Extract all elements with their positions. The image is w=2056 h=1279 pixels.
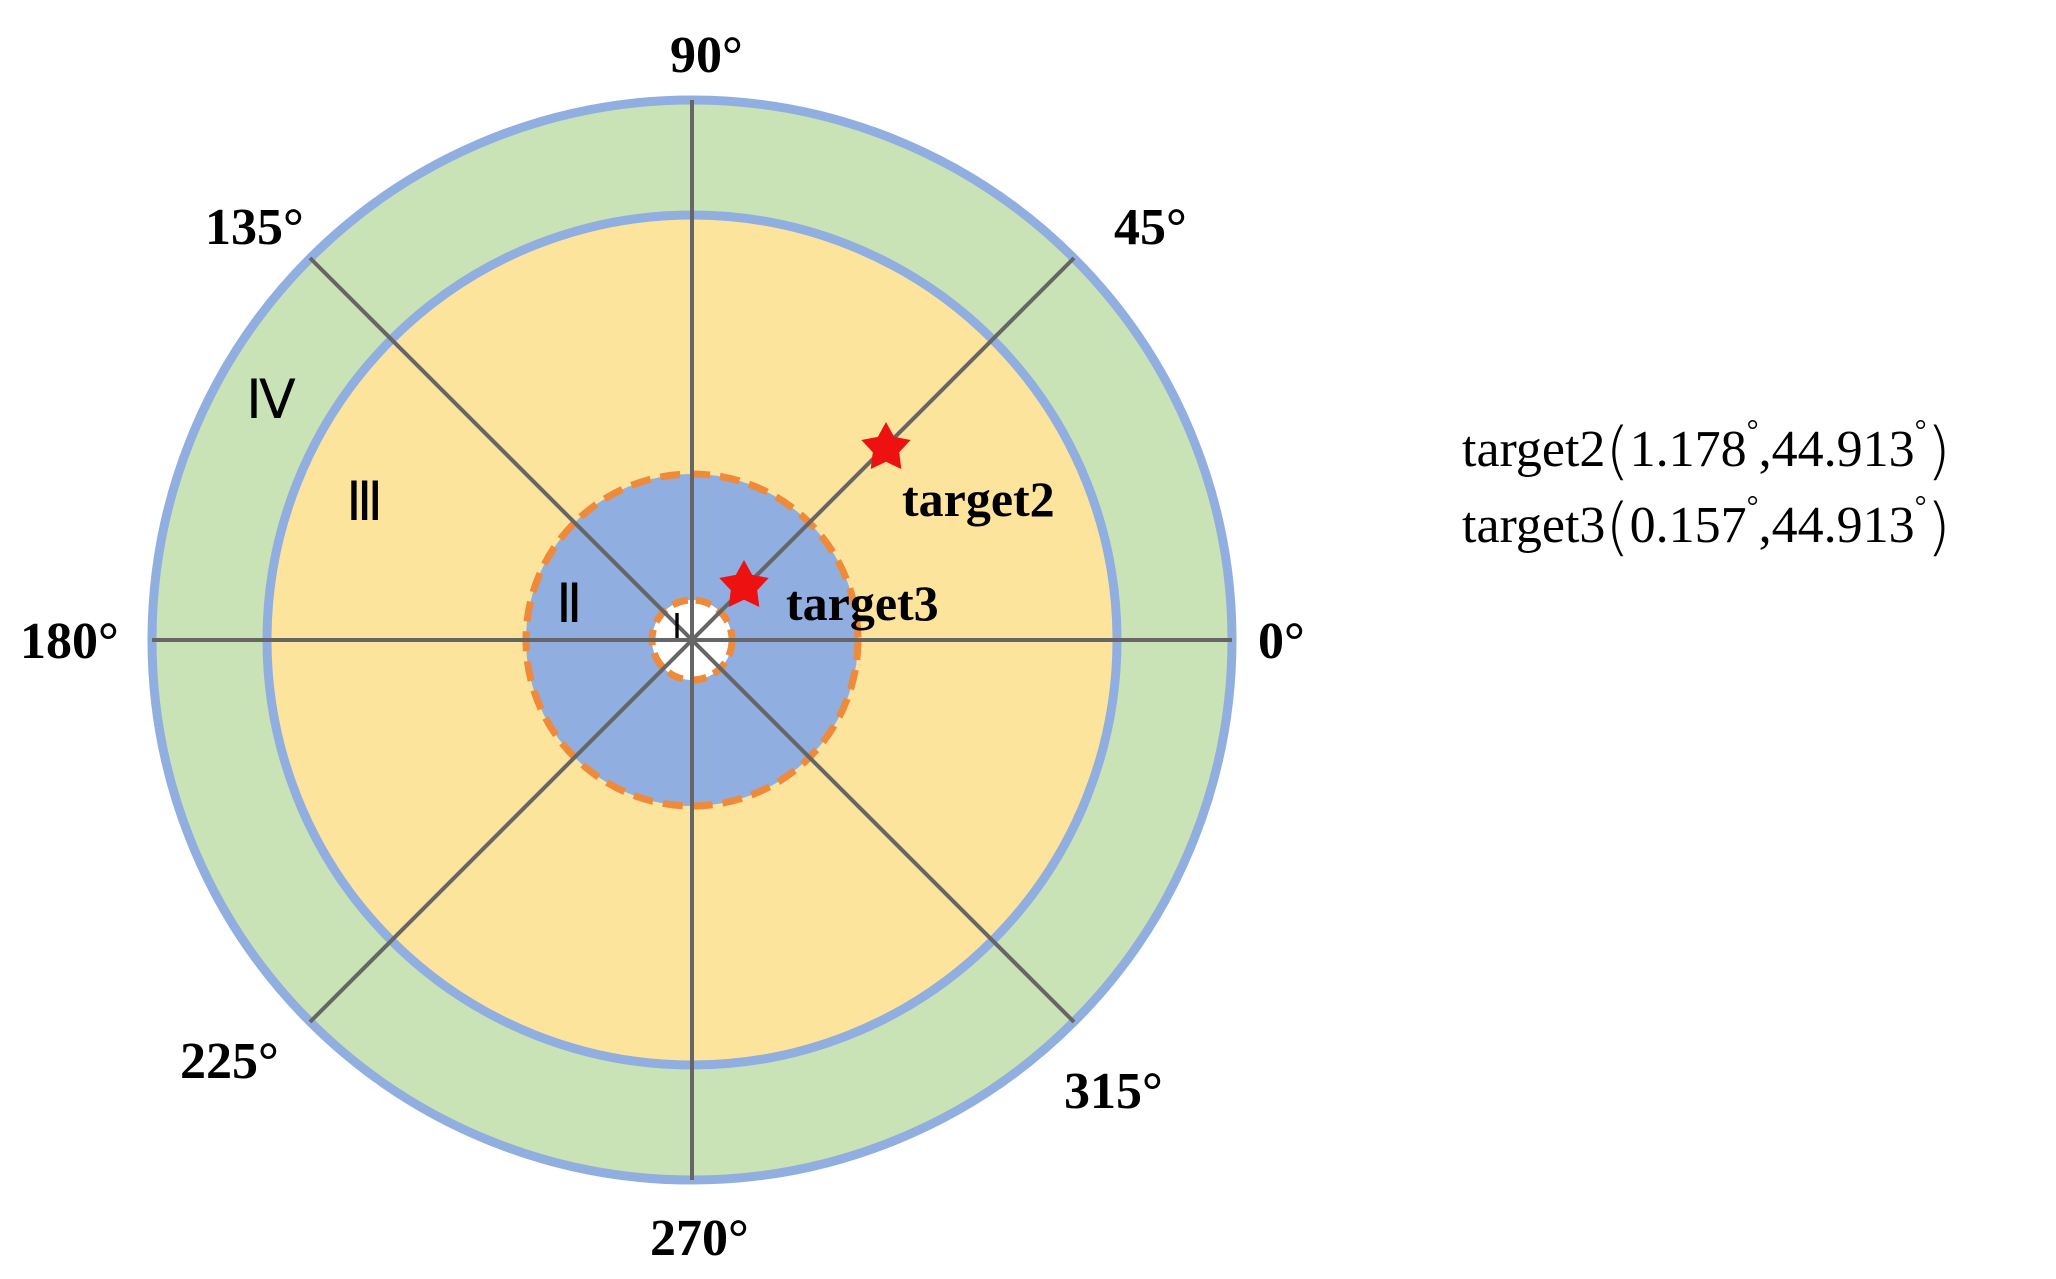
coord-value-1: 0.157 — [1629, 497, 1747, 554]
angle-label-90: 90° — [670, 27, 743, 84]
target2-star-icon — [861, 422, 911, 469]
zone-label-iv: Ⅳ — [246, 370, 296, 430]
target3-label: target3 — [786, 575, 939, 631]
zone-label-ii: Ⅱ — [556, 574, 583, 634]
coord-value-2: 44.913 — [1771, 421, 1915, 478]
degree-sign: ° — [1914, 490, 1927, 523]
close-paren: ) — [1926, 490, 1951, 563]
angle-label-270: 270° — [650, 1210, 749, 1267]
target3-star-icon — [719, 560, 769, 607]
degree-sign: ° — [1746, 490, 1759, 523]
coord-value-1: 1.178 — [1629, 421, 1747, 478]
coord-target-name: target2 — [1462, 421, 1606, 478]
zone-label-iii: Ⅲ — [346, 472, 383, 532]
target2-label: target2 — [902, 471, 1055, 527]
open-paren: ( — [1605, 414, 1630, 487]
close-paren: ) — [1926, 414, 1951, 487]
angle-label-225: 225° — [180, 1033, 279, 1090]
coord-separator: , — [1758, 497, 1772, 554]
target3-coordinates: target3(0.157°,44.913°) — [1462, 492, 1951, 558]
zone-label-i: Ⅰ — [672, 609, 682, 646]
degree-sign: ° — [1746, 414, 1759, 447]
coord-target-name: target3 — [1462, 497, 1606, 554]
open-paren: ( — [1605, 490, 1630, 563]
spoke-135-315 — [308, 256, 1076, 1024]
degree-sign: ° — [1914, 414, 1927, 447]
angle-label-315: 315° — [1064, 1063, 1163, 1120]
angle-label-135: 135° — [205, 199, 304, 256]
target2-coordinates: target2(1.178°,44.913°) — [1462, 416, 1951, 482]
spokes — [152, 100, 1232, 1180]
coord-value-2: 44.913 — [1771, 497, 1915, 554]
angle-label-45: 45° — [1114, 199, 1187, 256]
angle-label-180: 180° — [20, 613, 119, 670]
angle-label-0: 0° — [1258, 613, 1305, 670]
coord-separator: , — [1758, 421, 1772, 478]
